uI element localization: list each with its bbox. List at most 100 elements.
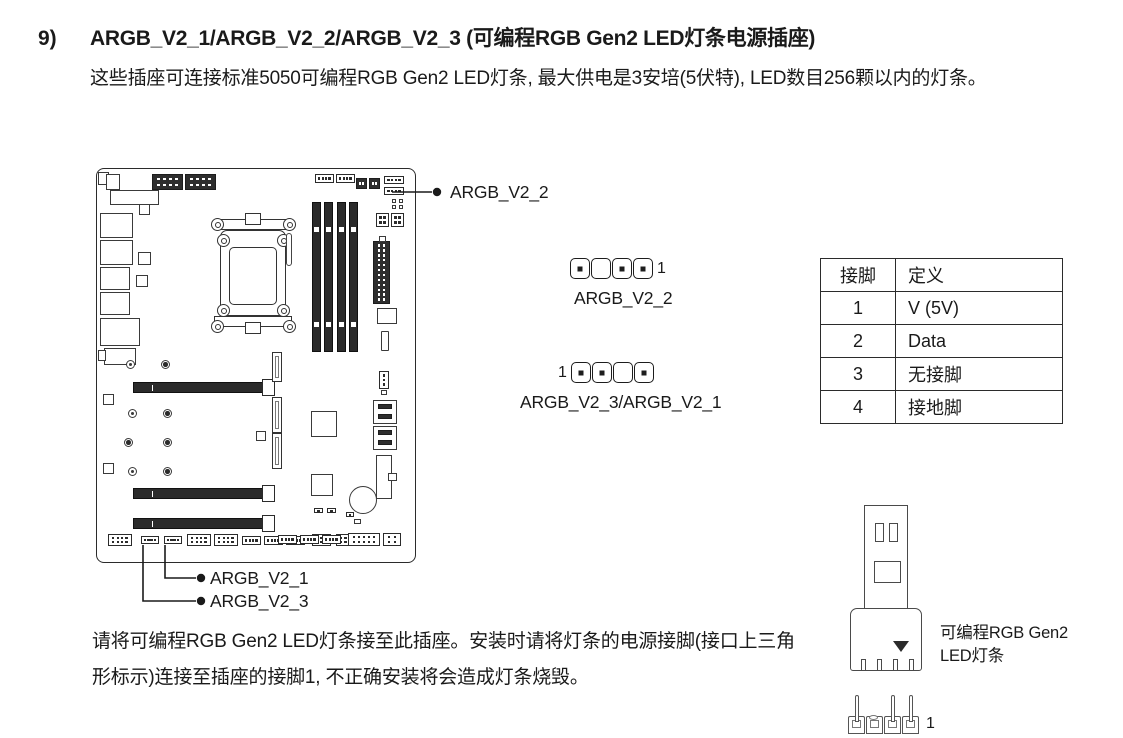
pinout-diagram-argb-v2-3-and-1: 1 ARGB_V2_3/ARGB_V2_1 [520, 362, 722, 413]
cpu-screw-tl2 [217, 234, 230, 247]
pin-1-number-label: 1 [657, 259, 666, 277]
cpu-screw-br2 [277, 304, 290, 317]
cpu-latch-top [245, 213, 261, 225]
connector-slot-1 [861, 659, 866, 670]
pin-slot-2 [612, 258, 632, 279]
io-port-block-1 [100, 213, 133, 238]
led-strip-body [864, 505, 908, 612]
standoff-8 [163, 467, 172, 476]
board-hole-1 [103, 394, 114, 405]
board-bottom-right-headers [96, 533, 416, 565]
standoff-3 [128, 409, 137, 418]
chip-small-1 [139, 204, 150, 215]
cmos-battery [349, 486, 377, 514]
triangle-marker-icon [893, 641, 909, 652]
front-panel-usb-header [379, 371, 389, 389]
pin-definition-cell: 接地脚 [895, 390, 1063, 424]
pin-row: 1 [558, 362, 721, 383]
pinout-diagram-argb-v2-2: 1 ARGB_V2_2 [570, 258, 673, 309]
argb-v2-2-header [384, 176, 404, 184]
standoff-2 [161, 360, 170, 369]
io-port-block-4 [100, 292, 130, 315]
pin-number-cell: 4 [820, 390, 896, 424]
pin-1-number-label: 1 [558, 363, 567, 381]
bottom-header-usb-2 [214, 534, 238, 546]
chip-small-2 [138, 252, 151, 265]
led-strip-caption-line-1: 可编程RGB Gen2 [940, 624, 1069, 642]
standoff-5 [124, 438, 133, 447]
dimm-slot-1 [312, 202, 321, 352]
led-strip-connector-figure [850, 505, 940, 675]
cpu-socket-die-area [229, 247, 277, 305]
standoff-6 [163, 438, 172, 447]
table-row: 3 无接脚 [820, 357, 1063, 391]
pin-row: 1 [570, 258, 672, 279]
led-window [874, 561, 901, 583]
connector-slot-2 [877, 659, 882, 670]
fan-header-right-2 [300, 535, 319, 544]
board-hole-3 [256, 431, 266, 441]
pcie-slot-3-latch [262, 515, 275, 532]
table-row: 4 接地脚 [820, 390, 1063, 424]
callout-label-argb-v2-3: ARGB_V2_3 [210, 591, 309, 611]
jumper-dot-4 [399, 205, 403, 209]
header-pin-4 [909, 695, 913, 722]
jumper-dot-3 [392, 205, 396, 209]
led-contact-right [889, 523, 898, 542]
pin-number-cell: 1 [820, 291, 896, 325]
led-connector-housing [850, 608, 922, 671]
bottom-header-fan-1 [242, 536, 261, 545]
sata-port-1a [378, 404, 392, 409]
section-number: 9) [38, 27, 57, 50]
pcie-slot-2 [133, 488, 263, 499]
led-indicator-2 [327, 508, 336, 513]
pin-definition-cell: Data [895, 324, 1063, 358]
cpu-screw-br [283, 320, 296, 333]
board-hole-2 [103, 463, 114, 474]
cpu-screw-tl [211, 218, 224, 231]
sata-port-2a [378, 430, 392, 435]
usb-c-header [377, 308, 397, 324]
column-header-pin: 接脚 [820, 258, 896, 292]
cpu-screw-bl [211, 320, 224, 333]
fan-header-top-1 [315, 174, 334, 183]
header-pin-3 [891, 695, 895, 722]
fan-header-top-2 [336, 174, 355, 183]
front-panel-header [348, 533, 380, 546]
sata-port-2b [378, 440, 392, 445]
standoff-1 [126, 360, 135, 369]
voltage-header-2 [391, 213, 404, 227]
chip-small-3 [136, 275, 148, 287]
header-pin-1 [855, 695, 859, 722]
header-pin-1-number-label: 1 [926, 715, 935, 732]
pcie-slot-3 [133, 518, 263, 529]
usb-header-tab [381, 390, 387, 395]
cpu-power-connector-2 [185, 174, 216, 190]
led-strip-caption-line-2: LED灯条 [940, 647, 1005, 665]
cpu-screw-bl2 [217, 304, 230, 317]
led-indicator-1 [314, 508, 323, 513]
io-port-block-5 [100, 318, 140, 346]
atx-latch [379, 236, 386, 242]
m2-socket-2 [272, 397, 282, 433]
io-port-block-2 [100, 240, 133, 265]
atx-24pin-connector [373, 241, 390, 304]
cpu-power-connector-1 [152, 174, 183, 190]
pin-slot-4 [570, 258, 590, 279]
pin-slot-4 [633, 362, 654, 383]
dimm-slot-2 [324, 202, 333, 352]
pin-slot-3-empty [612, 362, 633, 383]
installation-note: 请将可编程RGB Gen2 LED灯条接至此插座。安装时请将灯条的电源接脚(接口… [92, 631, 795, 688]
header-top-right-b [369, 178, 380, 189]
usb3-header [381, 331, 389, 351]
argb-v2-1-header [164, 536, 182, 544]
header-pin-2-missing [869, 715, 878, 720]
pin-definition-cell: 无接脚 [895, 357, 1063, 391]
fan-header-right-3 [322, 535, 341, 544]
pin-definition-table: 接脚 定义 1 V (5V) 2 Data 3 无接脚 4 接地脚 [820, 258, 1063, 424]
led-contact-left [875, 523, 884, 542]
chipset-heatsink [311, 411, 337, 437]
pinout-caption-argb-v2-3-and-1: ARGB_V2_3/ARGB_V2_1 [520, 392, 722, 412]
io-port-block-3 [100, 267, 130, 290]
edge-connector-tab [388, 473, 397, 481]
